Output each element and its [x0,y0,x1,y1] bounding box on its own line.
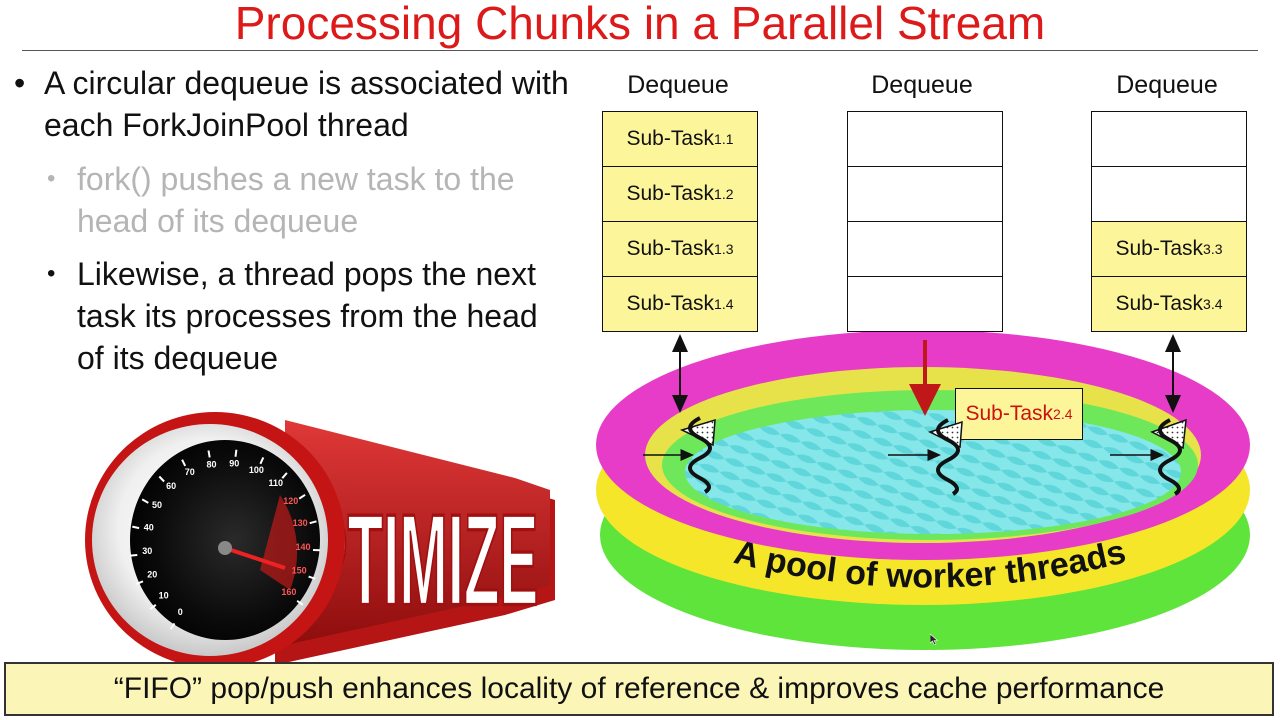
speedometer-needle [224,546,286,570]
dequeue-cell-index: 1.2 [714,185,734,202]
dequeue-cell-index: 3.4 [1203,295,1223,312]
dequeue-cell-text: Sub-Task [626,291,715,315]
dequeue-cell-index: 3.3 [1203,240,1223,257]
dequeue-cell-text: Sub-Task [626,126,715,150]
bullet-sub-fork: fork() pushes a new task to the head of … [77,161,515,239]
speedometer-tick-label: 70 [185,467,195,477]
speedometer-tick-mark [296,599,304,606]
dequeue-label-1: Dequeue [627,71,729,99]
speedometer-tick-label: 120 [283,496,298,506]
speedometer-tick-mark [281,472,288,479]
dequeue-cell [1091,110,1247,167]
speedometer-tick-mark [234,449,238,457]
speedometer-tick-label: 140 [295,542,310,552]
speedometer-tick-label: 160 [281,587,296,597]
dequeue-cell-text: Sub-Task [1115,291,1204,315]
speedometer-tick-mark [136,580,144,585]
speedometer-tick-mark [141,498,149,504]
speedometer-tick-mark [298,493,306,500]
dequeue-cell [1091,165,1247,222]
dequeue-cell-index: 1.3 [714,240,734,257]
dequeue-label-2: Dequeue [871,71,973,99]
speedometer-icon: 0 10 20 30 40 50 60 70 80 90 100 110 120 130 140 150 160 [85,412,345,665]
speedometer-tick-mark [181,459,187,467]
dequeue-cell [847,275,1003,332]
dequeue-cell [847,110,1003,167]
speedometer-tick-label: 0 [178,607,183,617]
floating-subtask-text: Sub-Task [965,402,1054,425]
dequeue-cell-text: Sub-Task [626,236,715,260]
pool-water [685,410,1181,534]
floating-subtask-index: 2.4 [1053,406,1073,422]
optimize-word: PTIMIZE [309,487,539,632]
speedometer-tick-label: 150 [292,566,307,576]
dequeue-label-3: Dequeue [1116,71,1218,99]
footer-callout: “FIFO” pop/push enhances locality of ref… [4,662,1274,716]
speedometer-tick-mark [149,604,157,610]
speedometer-tick-mark [132,525,140,530]
dequeue-2 [847,110,1003,332]
speedometer-tick-label: 30 [142,546,152,556]
speedometer-tick-label: 130 [293,518,308,528]
optimize-letters: PTIMIZE [275,420,555,665]
speedometer-tick-mark [308,575,316,580]
bullet-marker: • [47,260,56,287]
bullet-marker: • [47,165,56,192]
speedometer-tick-mark [169,622,176,630]
slide-title: Processing Chunks in a Parallel Stream [234,0,1046,49]
speedometer-tick-mark [158,475,165,483]
dequeue-cell-index: 1.4 [714,295,734,312]
dequeue-cell-index: 1.1 [714,130,734,147]
bullet-main: A circular dequeue is associated with ea… [44,65,569,143]
optimize-illustration: PTIMIZE 0 10 20 30 40 50 60 70 80 90 100 110 120 130 1… [85,412,555,665]
speedometer-tick-label: 90 [229,459,239,469]
dequeue-cell-text: Sub-Task [1115,236,1204,260]
speedometer-ticks: 0 10 20 30 40 50 60 70 80 90 100 110 120 130 140 150 160 [130,449,321,630]
speedometer-tick-label: 110 [269,478,284,488]
dequeue-cell [847,220,1003,277]
bullet-marker: • [14,65,26,101]
bullet-list: • A circular dequeue is associated with … [0,0,600,400]
dequeue-cell-text: Sub-Task [626,181,715,205]
mouse-cursor-icon [930,634,938,645]
speedometer-tick-label: 50 [152,500,162,510]
speedometer-tick-mark [259,456,265,465]
speedometer-tick-label: 60 [166,481,176,491]
dequeue-cell [847,165,1003,222]
bullet-sub-pop: Likewise, a thread pops the next task it… [77,256,538,376]
speedometer-tick-mark [309,520,317,525]
speedometer-hub [218,541,232,555]
speedometer-tick-label: 80 [206,459,216,469]
speedometer-tick-label: 10 [159,591,169,601]
speedometer-tick-label: 40 [144,522,154,532]
title-divider [22,50,1258,51]
speedometer-tick-label: 100 [249,465,264,475]
speedometer-tick-label: 20 [147,570,157,580]
worker-pool-illustration: A pool of worker threads [596,330,1250,650]
speedometer-tick-mark [207,450,211,458]
speedometer-tick-mark [130,554,138,557]
